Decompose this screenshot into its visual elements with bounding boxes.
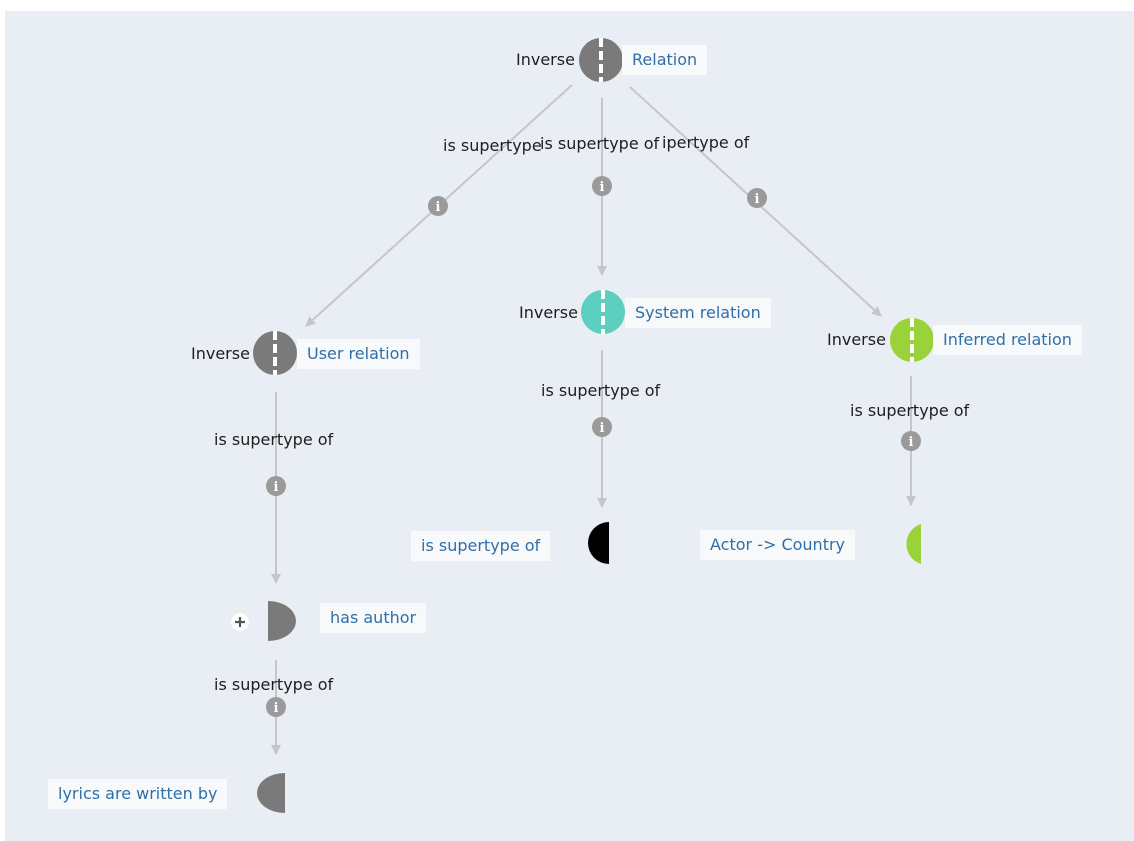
svg-text:i: i <box>600 180 605 195</box>
info-icon[interactable]: i <box>592 417 612 437</box>
system-relation-node-icon[interactable] <box>581 290 625 334</box>
info-icon[interactable]: i <box>747 188 767 208</box>
inferred-relation-node-icon[interactable] <box>890 318 934 362</box>
node-name-lyrics-written-by[interactable]: lyrics are written by <box>48 779 228 809</box>
node-name-inferred-relation[interactable]: Inferred relation <box>933 325 1082 355</box>
edge-label-inferred-to-actor-country: is supertype of <box>850 401 970 420</box>
user-relation-node-icon[interactable] <box>253 331 297 375</box>
edge-label-has-author-to-lyrics: is supertype of <box>214 675 334 694</box>
actor-country-node-icon[interactable] <box>906 524 921 564</box>
node-name-has-author[interactable]: has author <box>320 603 427 633</box>
edge-label-relation-to-inferred: ipertype of <box>662 133 750 152</box>
inverse-label-relation: Inverse <box>516 50 575 69</box>
info-icon[interactable]: i <box>901 431 921 451</box>
edge-label-relation-to-user: is supertype <box>443 136 542 155</box>
relation-node-icon[interactable] <box>579 38 623 82</box>
edge-label-user-to-has-author: is supertype of <box>214 430 334 449</box>
svg-text:i: i <box>274 480 279 495</box>
info-icon[interactable]: i <box>428 196 448 216</box>
svg-text:i: i <box>600 421 605 436</box>
node-name-system-relation[interactable]: System relation <box>625 298 771 328</box>
info-icon[interactable]: i <box>266 476 286 496</box>
lyrics-node-icon[interactable] <box>257 773 285 813</box>
node-name-is-supertype-of[interactable]: is supertype of <box>411 531 551 561</box>
is-supertype-of-node-icon[interactable] <box>588 522 609 564</box>
has-author-node-icon[interactable] <box>268 601 296 641</box>
node-name-user-relation[interactable]: User relation <box>297 339 420 369</box>
info-icon[interactable]: i <box>266 697 286 717</box>
node-name-relation[interactable]: Relation <box>622 45 708 75</box>
inverse-label-inferred-relation: Inverse <box>827 330 886 349</box>
svg-text:i: i <box>436 200 441 215</box>
inverse-label-system-relation: Inverse <box>519 303 578 322</box>
info-icon[interactable]: i <box>592 176 612 196</box>
expand-plus-icon[interactable] <box>231 613 249 631</box>
graph-canvas <box>5 11 1134 841</box>
svg-text:i: i <box>909 435 914 450</box>
edge-label-system-to-is-supertype-of: is supertype of <box>541 381 661 400</box>
node-name-actor-country[interactable]: Actor -> Country <box>700 530 856 560</box>
edge-label-relation-to-system: is supertype of <box>540 134 660 153</box>
svg-text:i: i <box>755 192 760 207</box>
inverse-label-user-relation: Inverse <box>191 344 250 363</box>
svg-text:i: i <box>274 701 279 716</box>
